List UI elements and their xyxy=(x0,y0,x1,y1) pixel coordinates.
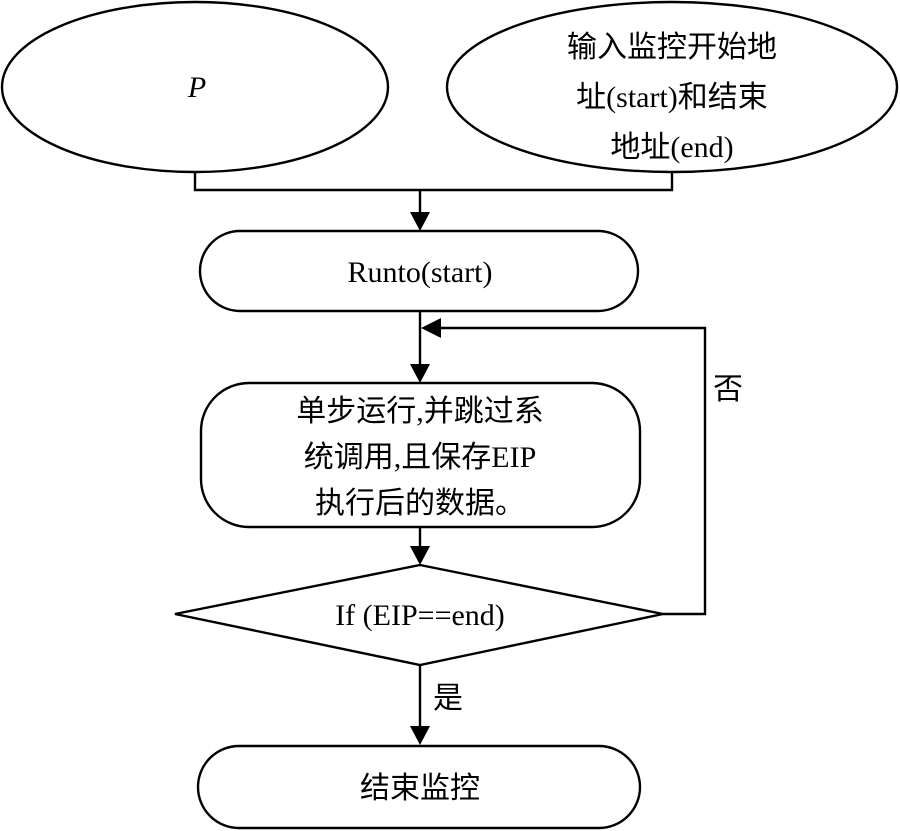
node-step-line-3: 执行后的数据。 xyxy=(315,487,525,520)
node-runto-label: Runto(start) xyxy=(348,256,493,289)
arrowhead-down-icon xyxy=(410,726,430,745)
node-input-range: 输入监控开始地 址(start)和结束 地址(end) xyxy=(445,0,899,174)
node-input-p-label: P xyxy=(187,71,206,104)
node-decision-label: If (EIP==end) xyxy=(335,599,505,632)
edge-no-label: 否 xyxy=(713,373,743,406)
node-step-line-1: 单步运行,并跳过系 xyxy=(296,395,544,428)
node-step: 单步运行,并跳过系 统调用,且保存EIP 执行后的数据。 xyxy=(199,381,642,529)
node-runto: Runto(start) xyxy=(198,229,640,313)
arrowhead-left-icon xyxy=(421,318,441,338)
node-end: 结束监控 xyxy=(196,744,642,830)
node-end-label: 结束监控 xyxy=(360,772,480,805)
node-input-range-line-3: 地址(end) xyxy=(610,131,733,164)
node-input-p: P xyxy=(0,0,390,174)
edge-yes-label: 是 xyxy=(433,682,463,715)
arrowhead-down-icon xyxy=(410,364,430,383)
arrowhead-down-icon xyxy=(410,212,430,231)
node-input-range-line-2: 址(start)和结束 xyxy=(576,81,768,114)
node-input-range-line-1: 输入监控开始地 xyxy=(567,31,777,64)
node-step-line-2: 统调用,且保存EIP xyxy=(304,441,537,474)
arrowhead-down-icon xyxy=(410,546,430,565)
edge-loop-no xyxy=(440,326,707,616)
node-decision: If (EIP==end) xyxy=(174,563,664,667)
terminator-shape xyxy=(196,744,642,830)
merge-connector xyxy=(193,172,674,192)
